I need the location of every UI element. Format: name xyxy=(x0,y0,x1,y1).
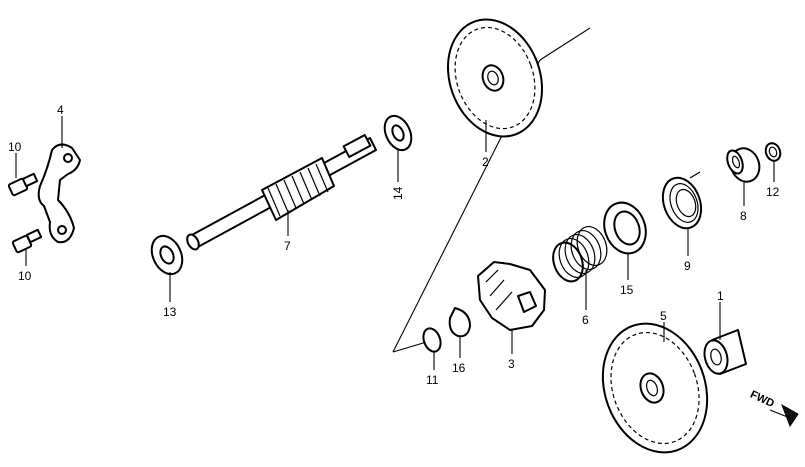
bolt-lower-part xyxy=(11,228,43,254)
callout-4: 4 xyxy=(57,103,64,117)
callout-12: 12 xyxy=(766,185,780,199)
shaft-part xyxy=(186,134,377,251)
bracket-part xyxy=(37,143,81,244)
callout-7: 7 xyxy=(284,239,291,253)
gear-top-part xyxy=(446,18,544,138)
circlip-part xyxy=(448,307,471,338)
washer-left-part xyxy=(150,234,184,276)
callout-5: 5 xyxy=(660,309,667,323)
callout-1: 1 xyxy=(717,289,724,303)
washer-shaft-end-part xyxy=(383,114,413,152)
callout-6: 6 xyxy=(582,313,589,327)
gear-bottom-part xyxy=(601,322,709,454)
ratchet-part xyxy=(477,261,546,331)
ring-small-part xyxy=(764,142,782,162)
collar-part xyxy=(726,147,761,183)
washer-mid-part xyxy=(603,201,647,255)
callout-9: 9 xyxy=(684,259,691,273)
spring-coil-part xyxy=(552,226,608,283)
callout-2: 2 xyxy=(482,155,489,169)
callout-10-lower: 10 xyxy=(18,269,32,283)
callout-15: 15 xyxy=(620,283,634,297)
callout-14: 14 xyxy=(391,186,405,200)
bolt-upper-part xyxy=(7,172,39,197)
callout-leader-lines xyxy=(15,116,775,370)
callout-16: 16 xyxy=(452,361,466,375)
forward-direction-label: FWD xyxy=(748,389,776,410)
callout-10-upper: 10 xyxy=(8,140,22,154)
callout-3: 3 xyxy=(508,357,515,371)
forward-direction-arrow xyxy=(769,403,799,428)
snap-ring-small-part xyxy=(422,327,442,353)
spring-torsion-part xyxy=(661,171,703,230)
callout-11: 11 xyxy=(426,373,439,387)
callout-labels: 10 10 4 13 7 14 2 11 16 3 6 15 9 8 12 5 … xyxy=(8,103,780,387)
callout-13: 13 xyxy=(163,305,177,319)
bushing-part xyxy=(703,329,747,375)
callout-8: 8 xyxy=(740,209,747,223)
